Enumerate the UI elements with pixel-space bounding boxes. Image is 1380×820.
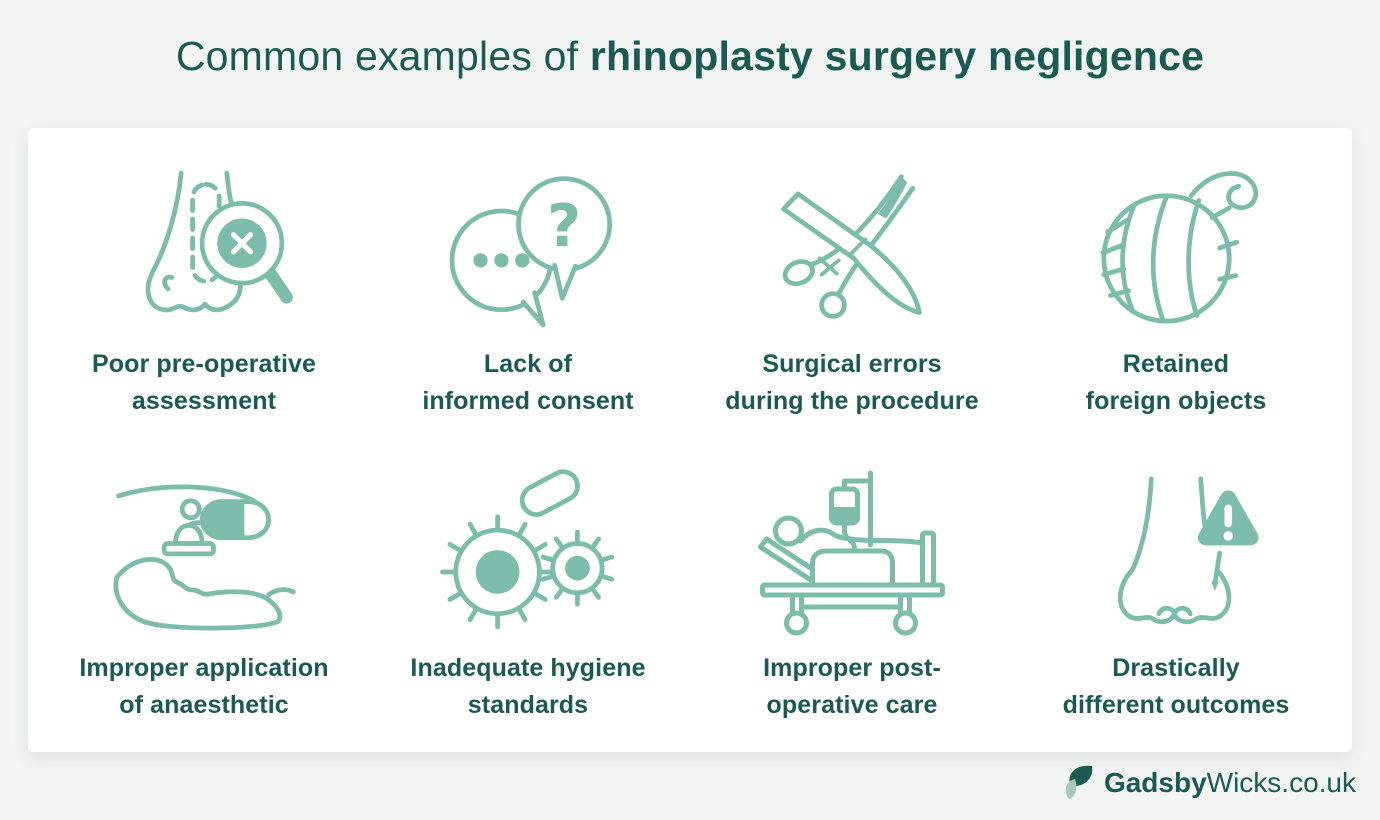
item-label: Lack of informed consent: [422, 350, 634, 415]
speech-bubbles-question-icon: ?: [433, 162, 623, 334]
item-label: Inadequate hygiene standards: [410, 654, 646, 719]
gauze-yarn-ball-icon: [1081, 162, 1271, 334]
item-label: Surgical errors during the procedure: [725, 350, 979, 415]
item-label: Retained foreign objects: [1085, 350, 1267, 415]
germs-icon: [433, 466, 623, 638]
item-label: Drastically different outcomes: [1062, 654, 1290, 719]
brand-suffix: .co.uk: [1281, 767, 1356, 798]
svg-text:?: ?: [547, 191, 581, 260]
item-retained-foreign-objects: Retained foreign objects: [1014, 136, 1338, 440]
hospital-bed-iv-icon: [750, 466, 955, 638]
anaesthetic-mask-icon: [109, 466, 299, 638]
brand-gadsby: Gadsby: [1103, 767, 1207, 798]
page-title: Common examples of rhinoplasty surgery n…: [0, 33, 1380, 80]
items-grid: Poor pre-operative assessment ? Lack of …: [28, 128, 1352, 752]
item-drastically-different-outcomes: Drastically different outcomes: [1014, 440, 1338, 744]
item-label: Improper application of anaesthetic: [79, 654, 329, 719]
item-label: Improper post- operative care: [763, 654, 941, 719]
item-inadequate-hygiene: Inadequate hygiene standards: [366, 440, 690, 744]
item-label: Poor pre-operative assessment: [91, 350, 317, 415]
page-title-regular: Common examples of: [175, 33, 590, 79]
crossed-surgical-tools-icon: [757, 162, 947, 334]
nose-magnifier-icon: [109, 162, 299, 334]
item-poor-pre-operative-assessment: Poor pre-operative assessment: [42, 136, 366, 440]
item-improper-anaesthetic: Improper application of anaesthetic: [42, 440, 366, 744]
page-title-bold: rhinoplasty surgery negligence: [589, 33, 1205, 79]
nose-warning-icon: [1081, 466, 1271, 638]
brand-wicks: Wicks: [1206, 767, 1282, 798]
item-surgical-errors: Surgical errors during the procedure: [690, 136, 1014, 440]
item-lack-of-informed-consent: ? Lack of informed consent: [366, 136, 690, 440]
item-improper-post-operative-care: Improper post- operative care: [690, 440, 1014, 744]
infographic-card: Poor pre-operative assessment ? Lack of …: [28, 128, 1352, 752]
leaf-logo-icon: [1061, 764, 1097, 802]
